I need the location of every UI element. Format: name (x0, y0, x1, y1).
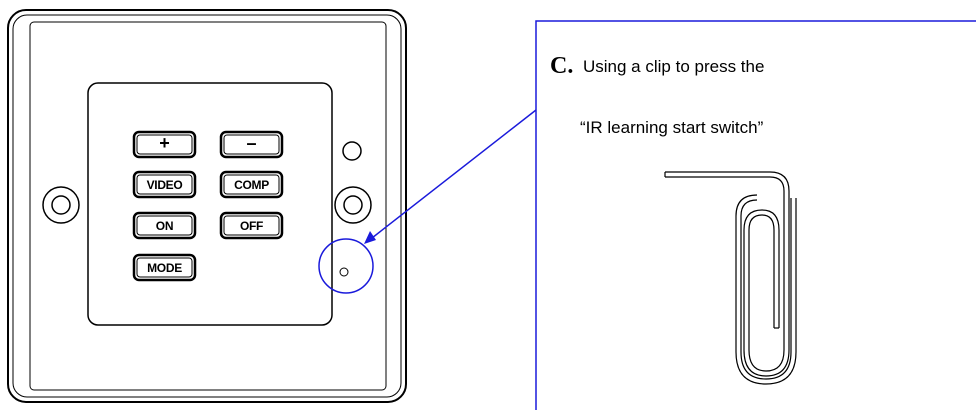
plus-label: + (159, 133, 170, 153)
keypad-buttons: + – VIDEO COMP ON OFF (132, 130, 284, 282)
ir-learning-switch[interactable] (339, 267, 349, 277)
keypad-panel (87, 82, 333, 326)
mode-button[interactable]: MODE (132, 253, 197, 282)
arrow-line (371, 109, 537, 239)
callout-pointer (318, 109, 537, 294)
paper-clip-icon (664, 171, 797, 385)
plus-button[interactable]: + (132, 130, 197, 159)
on-button[interactable]: ON (132, 211, 197, 240)
minus-button[interactable]: – (219, 130, 284, 159)
right-screw (334, 186, 372, 224)
off-button[interactable]: OFF (219, 211, 284, 240)
comp-button[interactable]: COMP (219, 170, 284, 199)
comp-label: COMP (234, 178, 269, 192)
highlight-circle (318, 238, 374, 294)
video-label: VIDEO (147, 178, 183, 192)
video-button[interactable]: VIDEO (132, 170, 197, 199)
callout-line2: “IR learning start switch” (580, 118, 764, 137)
left-screw (42, 186, 80, 224)
arrow-head-icon (364, 231, 376, 244)
callout-box (535, 20, 976, 410)
ir-sensor (342, 141, 362, 161)
mode-label: MODE (147, 261, 182, 275)
wall-plate (7, 9, 407, 403)
callout-line1: Using a clip to press the (583, 57, 764, 76)
off-label: OFF (240, 219, 263, 233)
minus-label: – (246, 133, 256, 153)
on-label: ON (156, 219, 173, 233)
callout-letter: C. (550, 53, 573, 79)
